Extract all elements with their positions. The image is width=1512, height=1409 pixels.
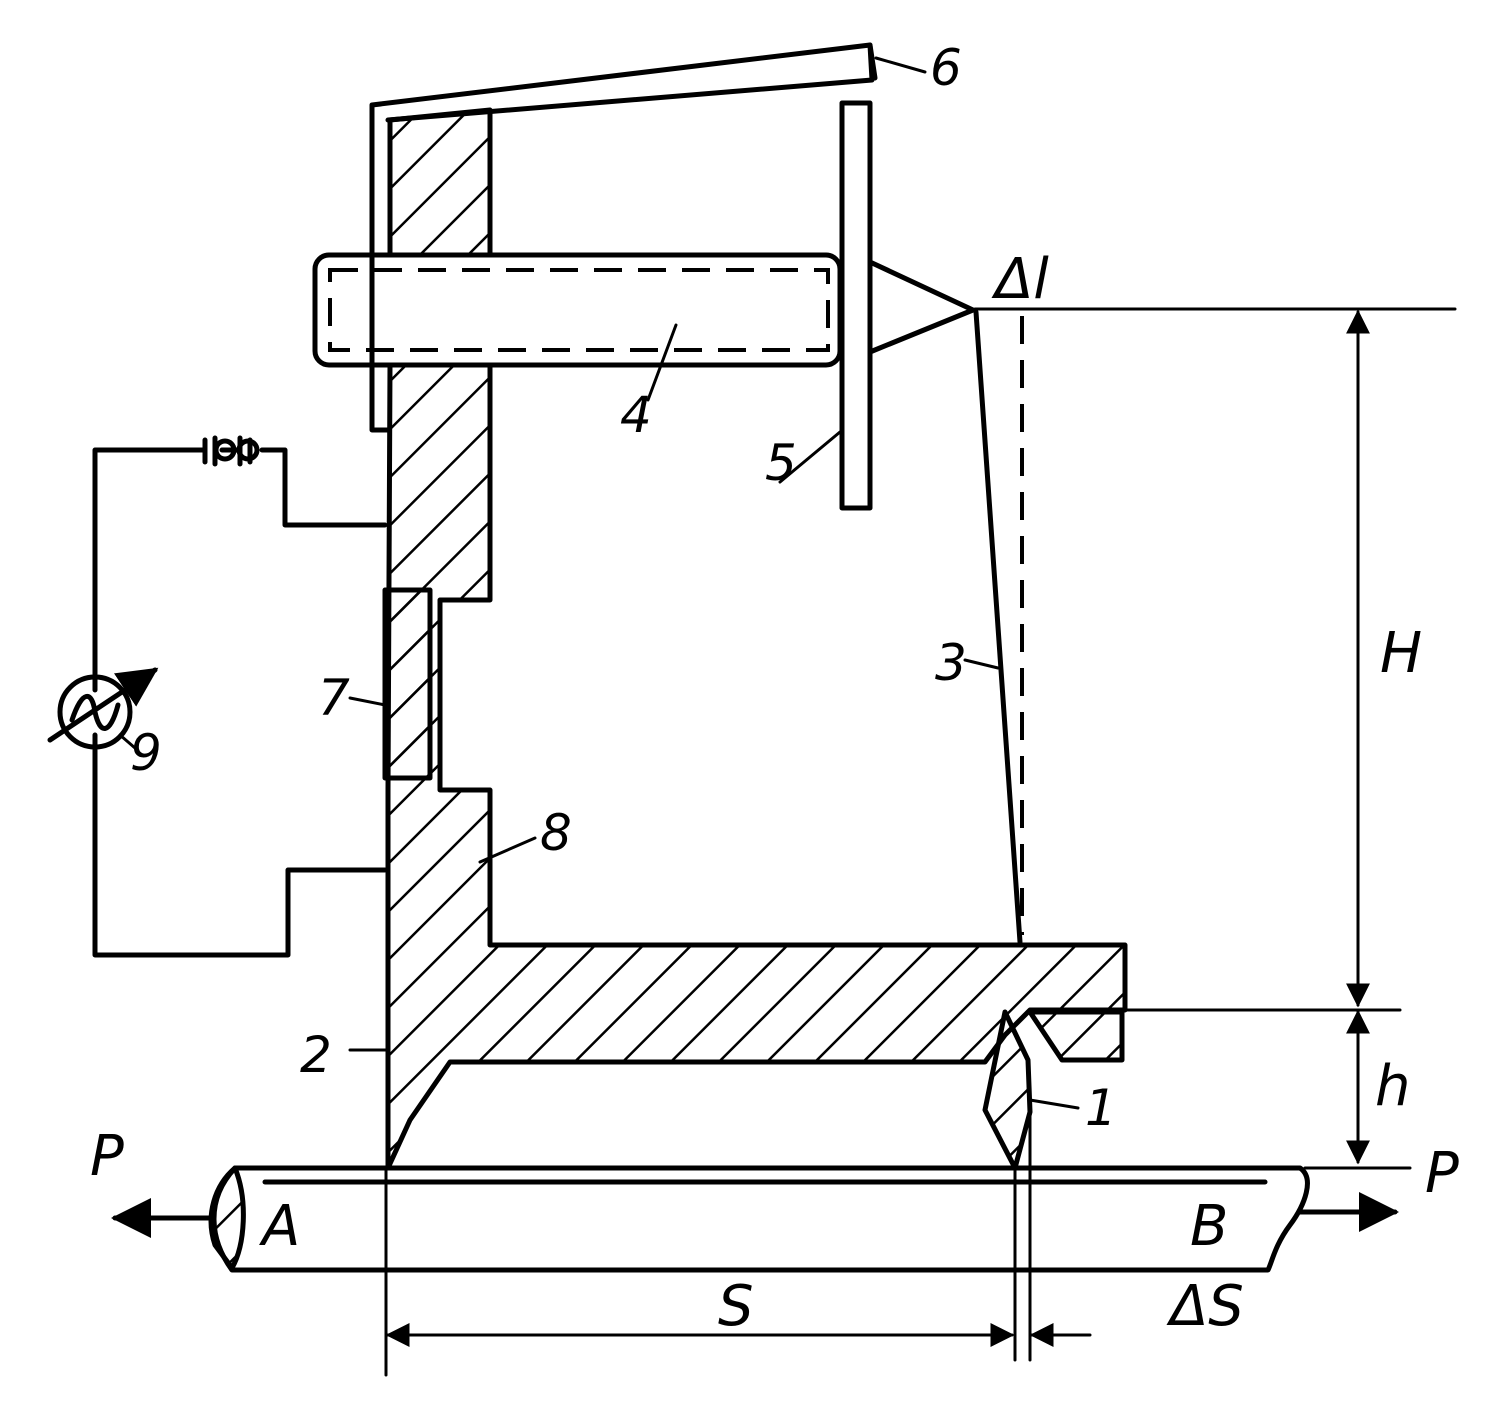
frame-upper-part — [387, 107, 493, 258]
meter-9 — [57, 674, 133, 750]
label-P-right: P — [1425, 1141, 1459, 1206]
label-H: H — [1380, 621, 1422, 686]
label-h: h — [1375, 1054, 1411, 1119]
leader-1 — [1028, 1098, 1080, 1110]
label-2: 2 — [300, 1026, 332, 1084]
leader-4 — [646, 323, 678, 402]
rod-4-inner — [328, 268, 830, 352]
label-4: 4 — [620, 386, 652, 444]
label-3: 3 — [935, 634, 967, 692]
label-P-left: P — [90, 1124, 124, 1189]
label-delta-S: ΔS — [1166, 1274, 1244, 1339]
label-B: B — [1190, 1194, 1228, 1259]
bar-left-end-hatched — [208, 1165, 246, 1271]
meter-9-arrow — [47, 667, 159, 743]
label-9: 9 — [130, 724, 162, 782]
label-S: S — [718, 1274, 754, 1339]
pointer-6-tip — [867, 42, 878, 81]
leader-9 — [118, 733, 137, 750]
label-delta-l: Δl — [991, 247, 1049, 312]
label-8: 8 — [540, 804, 572, 862]
label-7: 7 — [318, 669, 350, 727]
insert-7 — [382, 587, 433, 781]
pointer-arm-6 — [369, 42, 875, 433]
leader-5 — [778, 430, 842, 484]
label-1: 1 — [1085, 1079, 1117, 1137]
circuit-wire — [92, 447, 388, 958]
frame-lower-right — [1027, 1009, 1125, 1063]
label-A: A — [259, 1194, 300, 1259]
leader-7 — [348, 696, 387, 707]
leader-8 — [478, 836, 537, 864]
wire-3 — [973, 309, 1023, 945]
label-6: 6 — [930, 39, 962, 97]
label-5: 5 — [765, 434, 797, 492]
plate-5 — [839, 100, 873, 511]
leader-6 — [874, 56, 927, 74]
knife-edge-1 — [982, 1009, 1033, 1171]
probe-tip — [867, 259, 976, 355]
leader-3 — [963, 658, 1000, 670]
switch-symbol — [202, 435, 260, 467]
